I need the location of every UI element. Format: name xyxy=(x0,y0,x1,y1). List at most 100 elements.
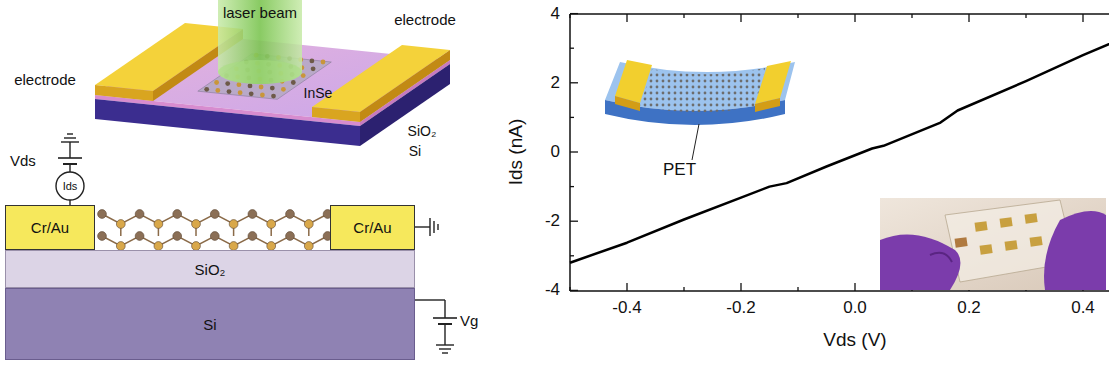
tick xyxy=(797,287,798,291)
tick-label: 0.4 xyxy=(1071,299,1095,318)
tick xyxy=(968,14,969,22)
atom xyxy=(249,91,254,96)
tick xyxy=(570,255,574,256)
electrode xyxy=(615,96,640,111)
atom xyxy=(310,59,315,64)
ground xyxy=(429,218,430,236)
wire xyxy=(69,164,70,172)
atom xyxy=(286,210,295,219)
part-label: InSe xyxy=(304,86,333,101)
glove xyxy=(880,234,960,290)
tick xyxy=(570,221,578,222)
part-label: SiO₂ xyxy=(408,124,437,139)
wire xyxy=(415,299,445,300)
glove xyxy=(1044,211,1106,290)
atom xyxy=(210,210,219,219)
tick xyxy=(1082,14,1083,22)
tick-label: -0.2 xyxy=(726,299,755,318)
tick xyxy=(570,48,574,49)
atom xyxy=(321,60,326,65)
tick-label: -4 xyxy=(545,281,560,300)
tick-label: 0.2 xyxy=(957,299,981,318)
leader-line xyxy=(692,124,699,160)
tick-label: 4 xyxy=(551,5,560,24)
part-label: electrode xyxy=(394,12,456,29)
wire xyxy=(415,226,430,227)
atom xyxy=(248,210,257,219)
atom xyxy=(192,220,201,229)
atom xyxy=(267,220,276,229)
photo-inset xyxy=(880,198,1106,290)
chart xyxy=(570,14,1109,291)
tick xyxy=(569,287,570,291)
atom xyxy=(204,87,209,92)
atom xyxy=(238,90,243,95)
substrate-layer: Si xyxy=(5,288,415,360)
atom xyxy=(154,220,163,229)
tick-label: 0 xyxy=(551,143,560,162)
electrodes xyxy=(955,213,1043,255)
part-label: PET xyxy=(663,161,696,180)
laser-spot xyxy=(218,60,302,84)
ground xyxy=(61,141,79,142)
atom xyxy=(225,81,230,86)
laser-beam xyxy=(218,0,302,84)
atom xyxy=(259,85,264,90)
atom xyxy=(173,232,182,241)
tick xyxy=(683,14,684,18)
atom xyxy=(248,84,253,89)
tick xyxy=(740,14,741,22)
ground xyxy=(433,221,434,233)
battery-short xyxy=(63,163,77,165)
tick xyxy=(854,14,855,22)
inse-chain xyxy=(98,210,332,251)
atom xyxy=(214,80,219,85)
tick xyxy=(797,14,798,18)
tick xyxy=(854,283,855,291)
tick xyxy=(570,82,578,83)
atom xyxy=(286,232,295,241)
tick-label: 2 xyxy=(551,74,560,93)
atom xyxy=(116,220,125,229)
electrode xyxy=(615,60,652,103)
atom xyxy=(229,220,238,229)
layer-label: Cr/Au xyxy=(31,219,69,236)
atom xyxy=(260,93,265,98)
wire xyxy=(69,142,70,158)
wire xyxy=(444,300,445,318)
wire xyxy=(444,324,445,345)
atom xyxy=(304,220,313,229)
axis-title: Ids (nA) xyxy=(506,119,527,186)
layer-label: SiO₂ xyxy=(195,261,226,278)
oxide-layer: SiO₂ xyxy=(5,250,415,288)
tick-label: -2 xyxy=(545,212,560,231)
electrode-box: Cr/Au xyxy=(5,205,95,250)
tick xyxy=(570,290,578,291)
atom xyxy=(135,232,144,241)
inse-sheet xyxy=(640,68,765,112)
part-label: Si xyxy=(409,144,421,159)
signal-label: Vg xyxy=(460,313,478,330)
ground xyxy=(436,344,454,345)
ground xyxy=(64,137,76,138)
tick xyxy=(626,14,627,22)
atom xyxy=(271,94,276,99)
tick xyxy=(570,186,574,187)
tick xyxy=(570,13,578,14)
layer-label: Cr/Au xyxy=(353,219,391,236)
tick-label: -0.4 xyxy=(612,299,641,318)
atom xyxy=(173,210,182,219)
glove-fold xyxy=(930,253,952,262)
battery-long xyxy=(433,317,457,319)
electrode-side xyxy=(360,50,450,122)
layer-label: Si xyxy=(203,316,216,333)
atom xyxy=(227,89,232,94)
atom xyxy=(135,210,144,219)
ammeter xyxy=(56,172,84,200)
beam-label: laser beam xyxy=(223,5,297,22)
atom xyxy=(270,86,275,91)
atom xyxy=(98,210,107,219)
signal-label: Vds xyxy=(10,153,36,170)
atom xyxy=(291,80,296,85)
